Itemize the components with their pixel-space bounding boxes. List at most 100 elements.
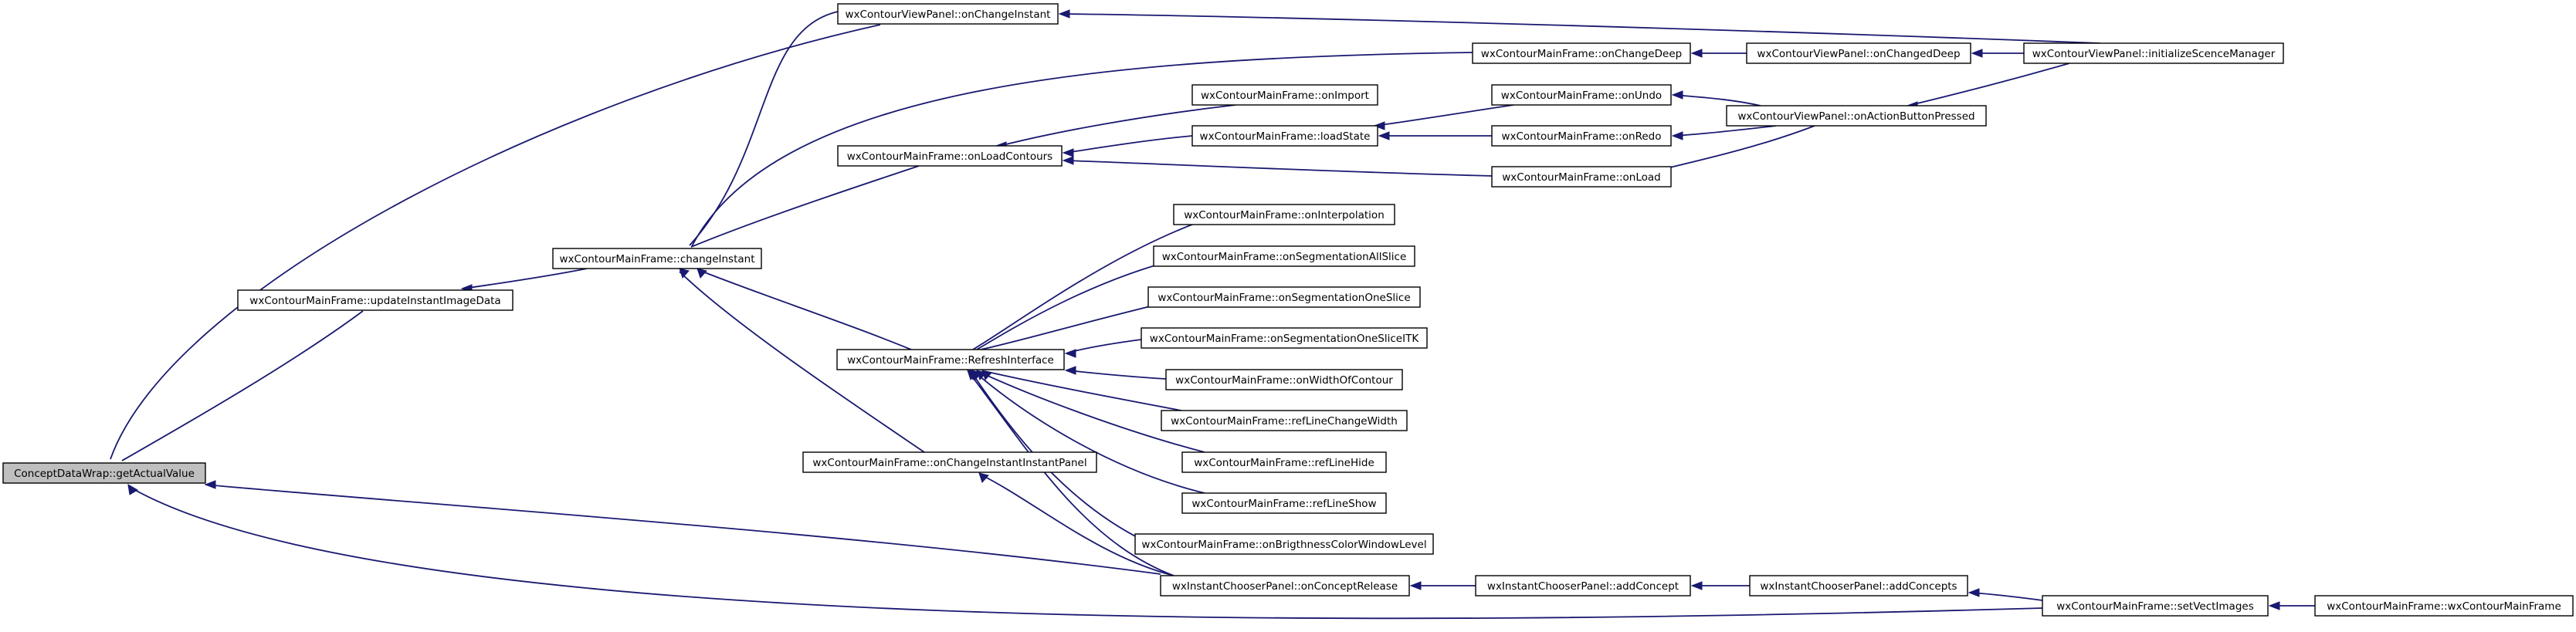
edge-onRedo-from-onActionButtonPressed bbox=[1671, 125, 1777, 140]
node-addConcepts[interactable]: wxInstantChooserPanel::addConcepts bbox=[1749, 575, 1968, 597]
node-RefreshInterface[interactable]: wxContourMainFrame::RefreshInterface bbox=[836, 349, 1065, 370]
node-updateInstantImageData[interactable]: wxContourMainFrame::updateInstantImageDa… bbox=[237, 289, 514, 311]
edge-RefreshInterface-from-onConceptRelease bbox=[967, 370, 1174, 576]
edge-arrowhead bbox=[1064, 366, 1076, 375]
edge-mf_onChangeDeep-from-vp_onChangedDeep bbox=[1690, 49, 1747, 58]
node-onUndo[interactable]: wxContourMainFrame::onUndo bbox=[1491, 84, 1672, 106]
edge-loadState-from-onUndo bbox=[1373, 104, 1514, 130]
node-onRedo[interactable]: wxContourMainFrame::onRedo bbox=[1491, 125, 1672, 147]
node-box bbox=[2042, 595, 2269, 617]
edge-line bbox=[1659, 125, 1815, 171]
edge-line bbox=[679, 271, 927, 455]
node-box bbox=[552, 248, 762, 269]
node-label: wxContourMainFrame::setVectImages bbox=[2056, 600, 2253, 613]
node-setVectImages[interactable]: wxContourMainFrame::setVectImages bbox=[2042, 595, 2269, 617]
edge-onUndo-from-onActionButtonPressed bbox=[1671, 90, 1761, 106]
node-label: wxContourMainFrame::wxContourMainFrame bbox=[2327, 600, 2561, 613]
node-loadState[interactable]: wxContourMainFrame::loadState bbox=[1191, 125, 1378, 147]
node-refLineShow[interactable]: wxContourMainFrame::refLineShow bbox=[1181, 492, 1387, 514]
edge-arrowhead bbox=[967, 370, 978, 380]
node-box bbox=[1134, 533, 1434, 555]
edge-line bbox=[689, 11, 839, 246]
node-box bbox=[1181, 492, 1387, 514]
node-label: wxContourMainFrame::onBrigthnessColorWin… bbox=[1141, 539, 1426, 551]
edge-arrowhead bbox=[697, 268, 707, 279]
node-box bbox=[1746, 42, 1971, 64]
node-label: wxContourMainFrame::onLoad bbox=[1502, 171, 1661, 184]
node-label: wxContourMainFrame::onRedo bbox=[1501, 130, 1661, 143]
node-onSegmentationOneSlice[interactable]: wxContourMainFrame::onSegmentationOneSli… bbox=[1147, 286, 1421, 308]
edge-line bbox=[984, 370, 1182, 411]
edge-updateInstantImageData-from-changeInstant bbox=[460, 268, 588, 293]
node-onLoad[interactable]: wxContourMainFrame::onLoad bbox=[1491, 166, 1672, 188]
edge-getActualValue-from-vp_onChangeInstant bbox=[106, 24, 881, 474]
node-label: wxContourMainFrame::onLoadContours bbox=[847, 150, 1052, 163]
node-initializeScenceManager[interactable]: wxContourViewPanel::initializeScenceMana… bbox=[2023, 42, 2284, 64]
node-box bbox=[2314, 595, 2574, 617]
node-changeInstant[interactable]: wxContourMainFrame::changeInstant bbox=[552, 248, 762, 269]
node-box bbox=[1475, 575, 1691, 597]
node-onWidthOfContour[interactable]: wxContourMainFrame::onWidthOfContour bbox=[1165, 369, 1403, 390]
edge-loadState-from-onRedo bbox=[1378, 131, 1492, 140]
node-box bbox=[1153, 245, 1415, 267]
edge-arrowhead bbox=[1378, 131, 1390, 140]
node-box bbox=[1191, 125, 1378, 147]
edge-line bbox=[1374, 104, 1514, 127]
edge-line bbox=[978, 371, 1205, 453]
edge-onConceptRelease-from-addConcept bbox=[1409, 581, 1476, 590]
edge-line bbox=[1067, 339, 1142, 353]
node-label: wxContourMainFrame::refLineHide bbox=[1194, 457, 1374, 469]
node-box bbox=[1491, 166, 1672, 188]
edge-line bbox=[1061, 13, 2101, 44]
edge-arrowhead bbox=[1968, 588, 1980, 597]
edge-line bbox=[690, 165, 920, 248]
edge-vp_onChangedDeep-from-initializeScenceManager bbox=[1971, 49, 2024, 58]
node-vp_onChangeInstant[interactable]: wxContourViewPanel::onChangeInstant bbox=[837, 3, 1059, 25]
node-label: wxContourMainFrame::onInterpolation bbox=[1184, 209, 1385, 221]
node-label: wxContourMainFrame::onWidthOfContour bbox=[1175, 374, 1393, 387]
node-onChangeInstantInstantPanel[interactable]: wxContourMainFrame::onChangeInstantInsta… bbox=[802, 451, 1097, 473]
edge-arrowhead bbox=[1690, 581, 1703, 590]
node-label: wxInstantChooserPanel::onConceptRelease bbox=[1172, 580, 1398, 593]
node-label: wxContourMainFrame::onSegmentationAllSli… bbox=[1162, 251, 1407, 263]
edge-onActionButtonPressed-from-initializeScenceManager bbox=[1906, 63, 2070, 110]
edge-changeInstant-from-onLoadContours bbox=[687, 165, 920, 259]
node-onActionButtonPressed[interactable]: wxContourViewPanel::onActionButtonPresse… bbox=[1726, 105, 1987, 127]
node-refLineChangeWidth[interactable]: wxContourMainFrame::refLineChangeWidth bbox=[1161, 410, 1408, 431]
node-refLineHide[interactable]: wxContourMainFrame::refLineHide bbox=[1181, 451, 1387, 473]
node-onBrigthnessColorWindowLevel[interactable]: wxContourMainFrame::onBrigthnessColorWin… bbox=[1134, 533, 1434, 555]
edge-arrowhead bbox=[1409, 581, 1422, 590]
edge-arrowhead bbox=[1062, 148, 1074, 157]
edge-arrowhead bbox=[1671, 90, 1683, 100]
edge-changeInstant-from-onChangeInstantInstantPanel bbox=[679, 268, 927, 455]
node-onLoadContours[interactable]: wxContourMainFrame::onLoadContours bbox=[837, 145, 1063, 167]
node-mf_onChangeDeep[interactable]: wxContourMainFrame::onChangeDeep bbox=[1472, 42, 1691, 64]
edge-line bbox=[1065, 160, 1493, 177]
node-onImport[interactable]: wxContourMainFrame::onImport bbox=[1191, 84, 1378, 106]
edge-line bbox=[127, 485, 2043, 620]
node-getActualValue[interactable]: ConceptDataWrap::getActualValue bbox=[2, 462, 206, 484]
node-label: wxInstantChooserPanel::addConcepts bbox=[1760, 580, 1957, 593]
node-label: wxContourMainFrame::onImport bbox=[1201, 90, 1369, 102]
edge-arrowhead bbox=[1671, 131, 1683, 140]
node-onSegmentationAllSlice[interactable]: wxContourMainFrame::onSegmentationAllSli… bbox=[1153, 245, 1415, 267]
edge-changeInstant-from-RefreshInterface bbox=[697, 268, 912, 350]
node-vp_onChangedDeep[interactable]: wxContourViewPanel::onChangedDeep bbox=[1746, 42, 1971, 64]
edge-line bbox=[968, 372, 1174, 576]
node-wxContourMainFrame[interactable]: wxContourMainFrame::wxContourMainFrame bbox=[2314, 595, 2574, 617]
node-label: ConceptDataWrap::getActualValue bbox=[14, 468, 195, 480]
node-onConceptRelease[interactable]: wxInstantChooserPanel::onConceptRelease bbox=[1160, 575, 1410, 597]
node-addConcept[interactable]: wxInstantChooserPanel::addConcept bbox=[1475, 575, 1691, 597]
node-box bbox=[1165, 369, 1403, 390]
edge-line bbox=[121, 310, 364, 461]
node-label: wxContourViewPanel::onChangedDeep bbox=[1757, 48, 1960, 60]
node-label: wxInstantChooserPanel::addConcept bbox=[1487, 580, 1679, 593]
node-onInterpolation[interactable]: wxContourMainFrame::onInterpolation bbox=[1173, 204, 1395, 225]
node-onSegmentationOneSliceITK[interactable]: wxContourMainFrame::onSegmentationOneSli… bbox=[1141, 327, 1428, 349]
node-box bbox=[1147, 286, 1421, 308]
edge-line bbox=[463, 268, 588, 289]
edge-changeInstant-from-vp_onChangeInstant bbox=[681, 11, 839, 259]
node-box bbox=[1491, 84, 1672, 106]
node-label: wxContourMainFrame::RefreshInterface bbox=[847, 354, 1054, 367]
node-label: wxContourMainFrame::onSegmentationOneSli… bbox=[1158, 292, 1410, 304]
